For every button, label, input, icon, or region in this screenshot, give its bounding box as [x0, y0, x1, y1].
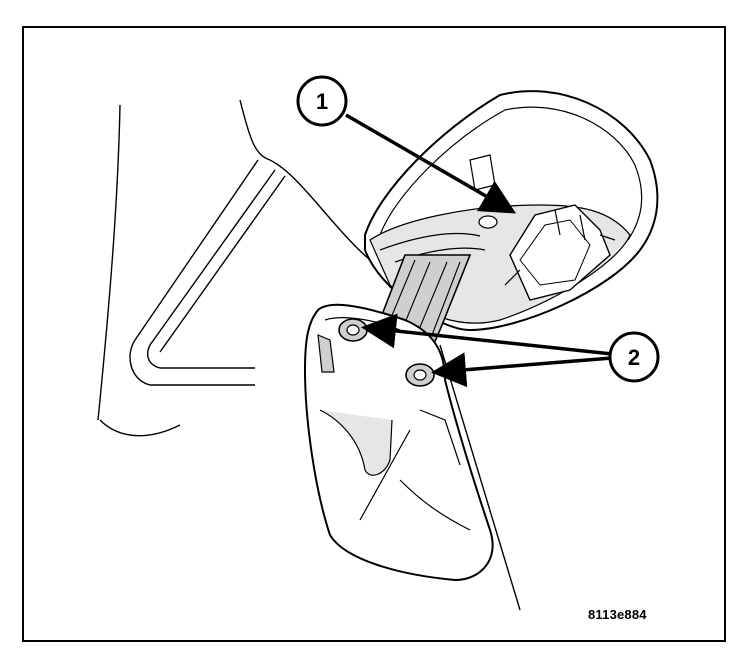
callout-2-label: 2: [628, 345, 640, 370]
mounting-nut-right: [405, 363, 435, 387]
callout-leaders: [345, 113, 613, 388]
callout-2: 2: [608, 331, 660, 383]
callout-1: 1: [296, 75, 348, 127]
figure-id: 8113e884: [588, 607, 647, 622]
leader-arrow-2b: [431, 352, 613, 388]
door-edge-line: [97, 104, 121, 421]
leader-arrow-2a: [361, 313, 613, 356]
door-panel-line-mid: [159, 175, 286, 353]
callout-1-label: 1: [316, 89, 328, 114]
door-panel-line-inner: [147, 169, 276, 369]
leader-arrow-1: [345, 113, 517, 214]
door-mount-base: [303, 303, 521, 611]
mounting-nut-left: [338, 318, 368, 342]
diagram-frame: [22, 26, 726, 642]
door-bottom-curve: [99, 419, 181, 437]
pillar-edge-line: [439, 344, 521, 611]
window-sill-line: [239, 99, 371, 261]
door-panel-line-outer: [129, 159, 259, 386]
door-outline: [97, 99, 371, 437]
